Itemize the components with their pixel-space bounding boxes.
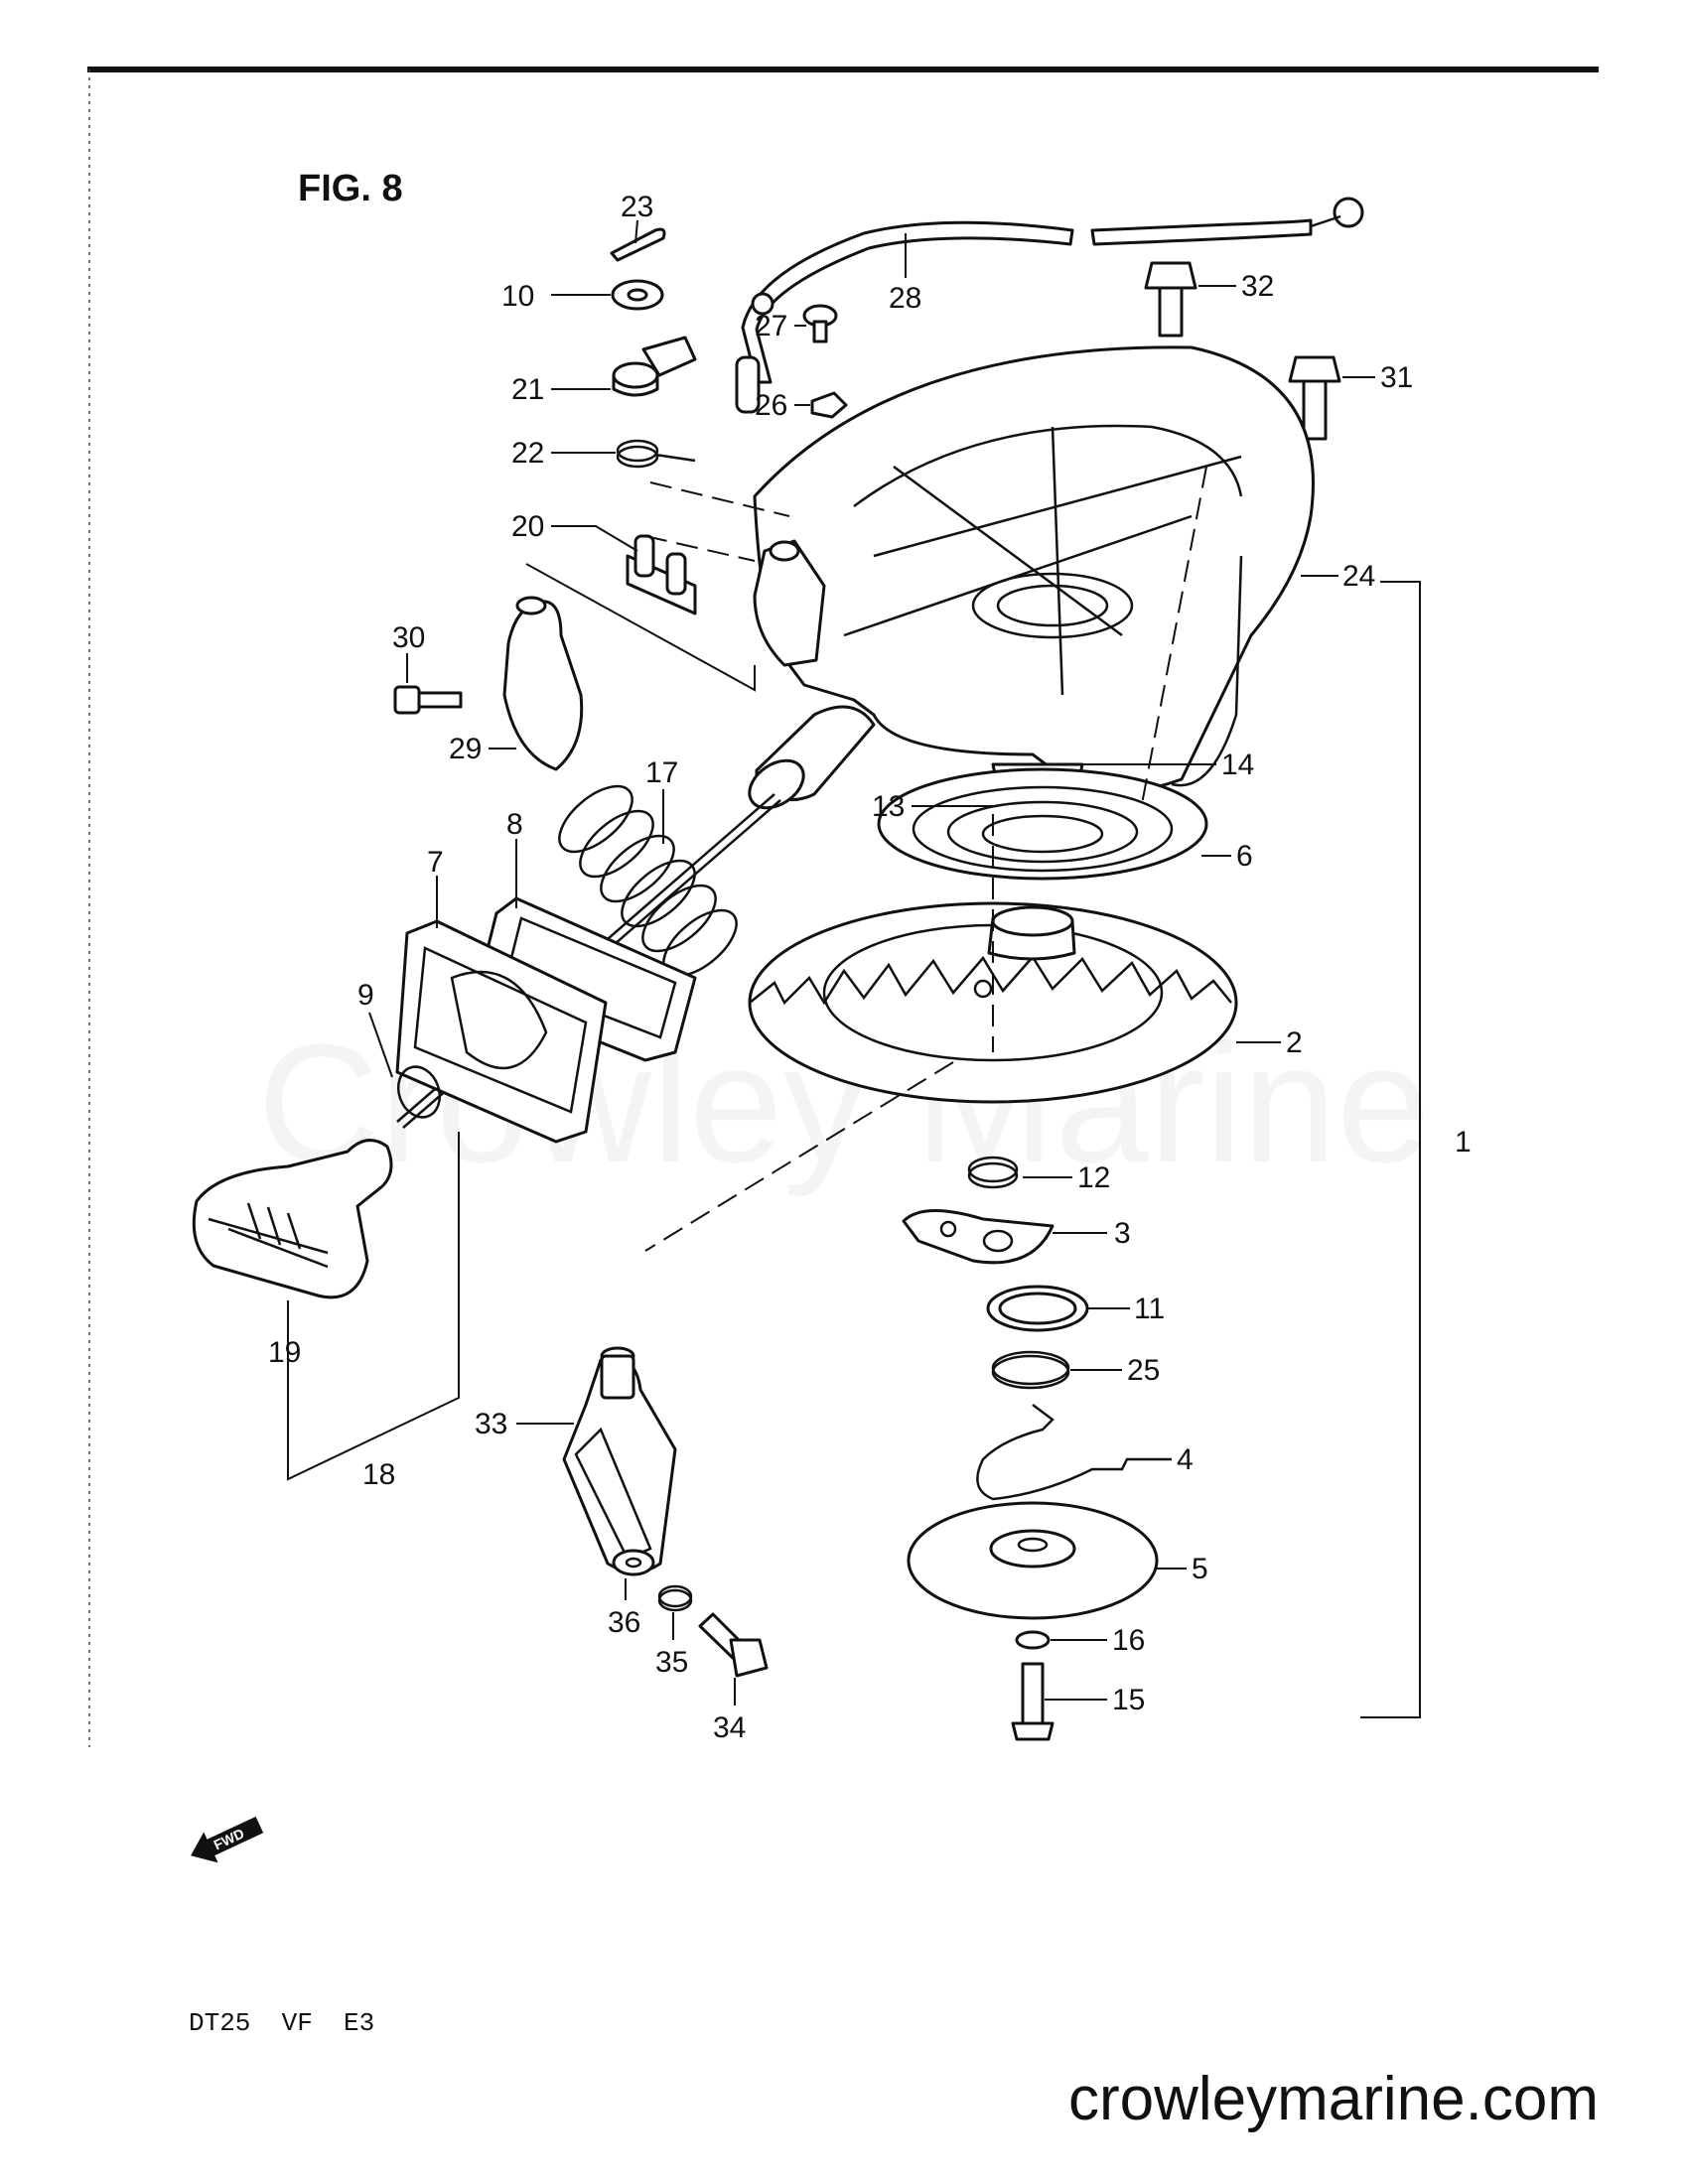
callout-14: 14 xyxy=(1221,749,1254,781)
part-27-screw xyxy=(802,304,838,343)
callout-27: 27 xyxy=(755,310,787,342)
part-25-circlip xyxy=(991,1350,1070,1390)
callout-19: 19 xyxy=(268,1336,301,1369)
callout-2: 2 xyxy=(1286,1026,1303,1059)
callout-26: 26 xyxy=(755,389,787,422)
group-bracket-1 xyxy=(1360,581,1421,1718)
part-35-lock-washer xyxy=(657,1584,693,1612)
leader-23 xyxy=(634,219,638,244)
part-20-stopper xyxy=(626,534,697,615)
part-3-pawl xyxy=(902,1209,1055,1265)
callout-18: 18 xyxy=(362,1458,395,1491)
site-url: crowleymarine.com xyxy=(1068,2065,1599,2133)
callout-36: 36 xyxy=(608,1606,640,1639)
part-7-rope-guide xyxy=(395,919,608,1144)
callout-10: 10 xyxy=(501,280,534,313)
model-code: DT25 VF E3 xyxy=(189,2008,374,2038)
callout-22: 22 xyxy=(511,437,544,470)
callout-24: 24 xyxy=(1342,560,1375,593)
part-2-reel xyxy=(748,901,1238,1104)
callout-31: 31 xyxy=(1380,361,1413,394)
part-34-bolt xyxy=(698,1612,769,1678)
part-26-clamp xyxy=(810,391,848,419)
part-33-guide-bracket xyxy=(562,1346,677,1573)
part-36-washer xyxy=(612,1549,655,1576)
callout-20: 20 xyxy=(511,510,544,543)
leader-20 xyxy=(551,525,638,552)
callout-8: 8 xyxy=(506,808,523,841)
part-19-handle xyxy=(192,1139,393,1299)
callout-1: 1 xyxy=(1455,1126,1472,1159)
part-31-bolt xyxy=(1288,355,1341,441)
callout-16: 16 xyxy=(1112,1624,1145,1657)
part-16-washer xyxy=(1015,1630,1051,1650)
callout-29: 29 xyxy=(449,733,482,765)
callout-35: 35 xyxy=(655,1646,688,1679)
part-11-ring xyxy=(986,1285,1089,1332)
callout-15: 15 xyxy=(1112,1684,1145,1716)
callout-23: 23 xyxy=(621,191,653,223)
part-15-bolt xyxy=(1011,1662,1055,1741)
callout-4: 4 xyxy=(1177,1443,1194,1476)
callout-30: 30 xyxy=(392,621,425,654)
callout-12: 12 xyxy=(1077,1161,1110,1194)
callout-28: 28 xyxy=(889,282,921,315)
part-29-guide xyxy=(502,596,584,771)
figure-title: FIG. 8 xyxy=(298,168,403,209)
part-6-spiral-spring xyxy=(877,767,1208,881)
callout-11: 11 xyxy=(1134,1293,1165,1325)
callout-9: 9 xyxy=(357,979,374,1012)
part-4-return-spring xyxy=(976,1404,1172,1501)
leader-9 xyxy=(368,1012,393,1078)
align-line-22 xyxy=(649,481,790,517)
callout-13: 13 xyxy=(872,790,905,823)
part-12-spring xyxy=(967,1156,1019,1189)
part-32-bolt xyxy=(1144,261,1197,338)
fwd-arrow-icon: FWD xyxy=(191,1816,264,1863)
part-5-friction-plate xyxy=(907,1501,1159,1620)
part-22-spring xyxy=(616,439,696,469)
callout-25: 25 xyxy=(1127,1354,1160,1387)
callout-6: 6 xyxy=(1236,840,1253,873)
callout-34: 34 xyxy=(713,1711,746,1744)
part-30-bolt xyxy=(393,685,463,715)
callout-33: 33 xyxy=(475,1408,507,1440)
callout-21: 21 xyxy=(511,373,544,406)
group-bracket-29 xyxy=(525,563,756,692)
callout-5: 5 xyxy=(1192,1553,1208,1585)
rope-guide-tube xyxy=(748,705,876,810)
callout-7: 7 xyxy=(427,846,444,879)
align-line-14 xyxy=(1141,466,1207,805)
part-10-washer xyxy=(611,279,664,311)
part-28-cable xyxy=(735,197,1364,414)
callout-3: 3 xyxy=(1114,1217,1131,1250)
part-21-bushing xyxy=(612,336,697,397)
align-line-20 xyxy=(644,535,756,562)
part-9-retainer xyxy=(396,1065,442,1119)
align-line-2-33 xyxy=(644,1061,954,1252)
callout-32: 32 xyxy=(1241,270,1274,303)
callout-17: 17 xyxy=(645,756,678,789)
part-24-starter-case xyxy=(753,345,1315,816)
part-23-cotter-pin xyxy=(610,227,666,262)
group-bracket-18 xyxy=(287,1132,460,1481)
